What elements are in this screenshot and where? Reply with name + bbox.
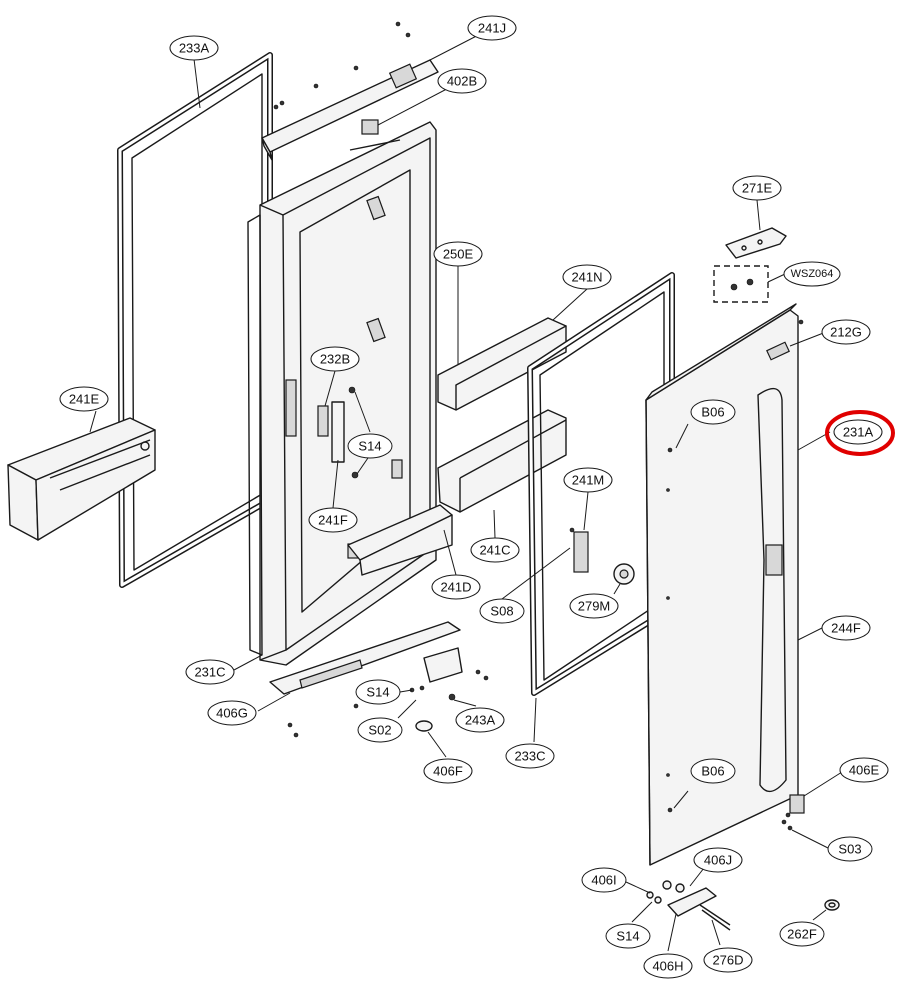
callout-241c-label: 241C bbox=[479, 543, 510, 558]
callout-241f-label: 241F bbox=[318, 513, 348, 528]
callout-262f-label: 262F bbox=[787, 927, 817, 942]
callout-233c: 233C bbox=[505, 743, 555, 769]
callout-406f: 406F bbox=[423, 758, 473, 784]
washer-406f bbox=[415, 720, 433, 732]
callout-241f: 241F bbox=[308, 507, 358, 533]
callout-244f-label: 244F bbox=[831, 621, 861, 636]
callout-s14-bottom-label: S14 bbox=[616, 929, 639, 944]
door-shelf-241c bbox=[437, 409, 567, 513]
door-shelf-241n bbox=[437, 317, 567, 411]
bottom-hinge-276d bbox=[646, 880, 731, 931]
door-hinge-cam-279m bbox=[613, 563, 635, 585]
callout-406e: 406E bbox=[839, 757, 889, 783]
door-handle-244f bbox=[757, 387, 787, 793]
hinge-406e bbox=[781, 794, 805, 831]
switch-assembly-232b bbox=[317, 386, 359, 479]
callout-b06-top: B06 bbox=[690, 399, 736, 425]
callout-b06-top-label: B06 bbox=[701, 405, 724, 420]
callout-406i: 406I bbox=[581, 867, 627, 893]
callout-wsz064: WSZ064 bbox=[783, 261, 841, 287]
callout-406g-label: 406G bbox=[216, 706, 248, 721]
callout-241e-label: 241E bbox=[69, 392, 100, 407]
callout-276d-label: 276D bbox=[712, 953, 743, 968]
callout-402b: 402B bbox=[437, 68, 487, 94]
callout-s08: S08 bbox=[479, 598, 525, 624]
callout-231a-label: 231A bbox=[843, 425, 874, 440]
callout-233a-label: 233A bbox=[179, 41, 210, 56]
callout-231c-label: 231C bbox=[194, 665, 225, 680]
callout-279m: 279M bbox=[569, 593, 619, 619]
callout-406f-label: 406F bbox=[433, 764, 463, 779]
small-screws-s14-s02 bbox=[353, 685, 425, 709]
hinge-271e bbox=[725, 227, 787, 259]
callout-s14-low-label: S14 bbox=[366, 685, 389, 700]
callout-406j: 406J bbox=[693, 847, 743, 873]
callout-262f: 262F bbox=[779, 921, 825, 947]
callout-241m: 241M bbox=[563, 467, 613, 493]
callout-244f: 244F bbox=[821, 615, 871, 641]
callout-241c: 241C bbox=[470, 537, 520, 563]
callout-232b-label: 232B bbox=[320, 352, 350, 367]
callout-279m-label: 279M bbox=[578, 599, 611, 614]
leader-lines bbox=[89, 27, 843, 952]
callout-233c-label: 233C bbox=[514, 749, 545, 764]
callout-212g: 212G bbox=[821, 319, 871, 345]
callout-243a-label: 243A bbox=[465, 713, 496, 728]
callout-243a: 243A bbox=[455, 707, 505, 733]
callout-406h: 406H bbox=[643, 953, 693, 979]
washer-262f bbox=[824, 899, 840, 911]
top-cap-bracket bbox=[261, 21, 439, 161]
callout-271e-label: 271E bbox=[742, 181, 773, 196]
callout-271e: 271E bbox=[732, 175, 782, 201]
callout-b06-bottom: B06 bbox=[690, 758, 736, 784]
callout-406h-label: 406H bbox=[652, 959, 683, 974]
callout-232b: 232B bbox=[310, 346, 360, 372]
callout-241j: 241J bbox=[467, 15, 517, 41]
callout-s14-low: S14 bbox=[355, 679, 401, 705]
callout-241j-label: 241J bbox=[478, 21, 506, 36]
screw-kit-wsz064 bbox=[713, 265, 769, 303]
callout-406g: 406G bbox=[207, 700, 257, 726]
callout-406e-label: 406E bbox=[849, 763, 880, 778]
callout-241m-label: 241M bbox=[572, 473, 605, 488]
callout-241e: 241E bbox=[59, 386, 109, 412]
callout-231c: 231C bbox=[185, 659, 235, 685]
door-bin-241e bbox=[7, 417, 156, 541]
callout-250e: 250E bbox=[433, 241, 483, 267]
callout-241d-label: 241D bbox=[440, 580, 471, 595]
callout-406j-label: 406J bbox=[704, 853, 732, 868]
callout-b06-bottom-label: B06 bbox=[701, 764, 724, 779]
callout-s14-bottom: S14 bbox=[605, 923, 651, 949]
callout-s02: S02 bbox=[357, 717, 403, 743]
door-bin-241d bbox=[347, 504, 453, 576]
callout-231a: 231A bbox=[825, 410, 895, 456]
callout-233a: 233A bbox=[169, 35, 219, 61]
callout-s02-label: S02 bbox=[368, 723, 391, 738]
callout-241d: 241D bbox=[431, 574, 481, 600]
lower-hinge-406g bbox=[269, 621, 461, 738]
callout-241n: 241N bbox=[562, 264, 612, 290]
callout-s08-label: S08 bbox=[490, 604, 513, 619]
callout-s14-mid: S14 bbox=[347, 433, 393, 459]
callout-s03-label: S03 bbox=[838, 842, 861, 857]
door-liner-231c bbox=[247, 121, 437, 666]
callout-402b-label: 402B bbox=[447, 74, 477, 89]
callout-s03: S03 bbox=[827, 836, 873, 862]
callout-wsz064-label: WSZ064 bbox=[791, 268, 834, 280]
callout-212g-label: 212G bbox=[830, 325, 862, 340]
door-latch-241m bbox=[569, 527, 589, 573]
callout-276d: 276D bbox=[703, 947, 753, 973]
hinge-bracket-243a bbox=[423, 647, 489, 701]
callout-250e-label: 250E bbox=[443, 247, 474, 262]
callout-231a-highlight bbox=[825, 410, 895, 456]
callout-406i-label: 406I bbox=[591, 873, 616, 888]
callout-241n-label: 241N bbox=[571, 270, 602, 285]
door-gasket-233a bbox=[117, 52, 273, 588]
callout-s14-mid-label: S14 bbox=[358, 439, 381, 454]
